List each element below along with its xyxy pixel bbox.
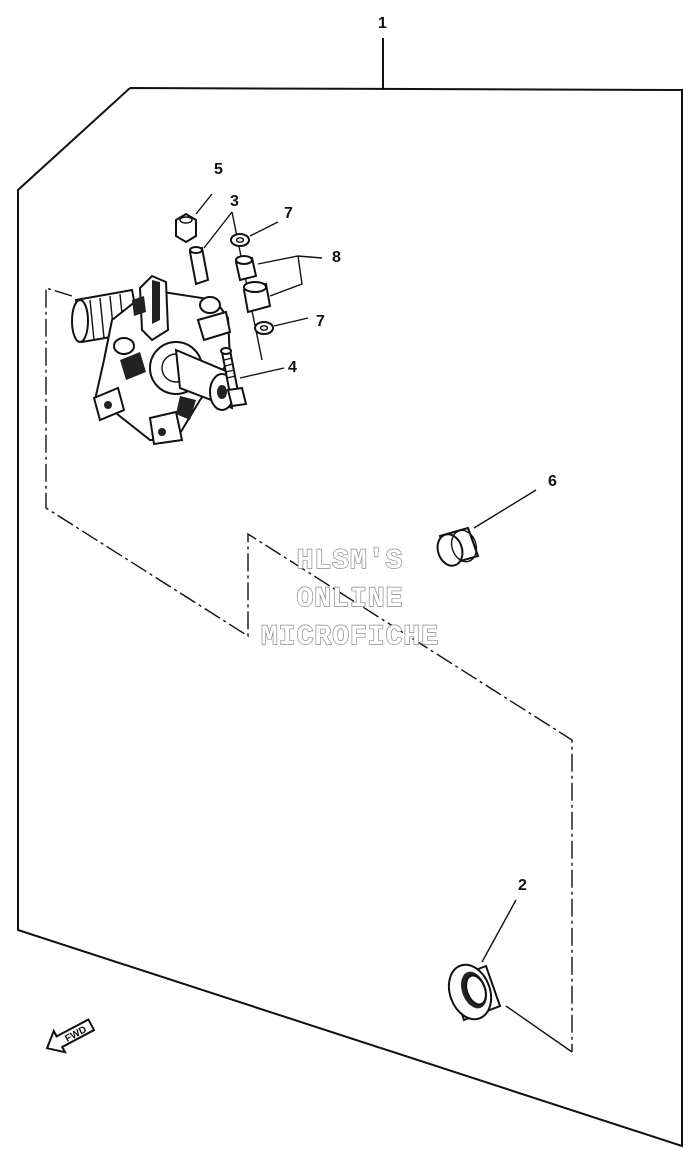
callout-1: 1 bbox=[378, 15, 387, 32]
kit-outline bbox=[17, 38, 683, 1148]
housing-assembly bbox=[71, 274, 235, 446]
part-6-bushing bbox=[436, 489, 537, 567]
watermark-line-1: HLSM'S bbox=[297, 546, 404, 577]
watermark-line-3: MICROFICHE bbox=[261, 622, 439, 653]
fwd-arrow-icon: FWD bbox=[45, 1018, 96, 1054]
sub-group-outline bbox=[45, 287, 573, 1052]
callout-4: 4 bbox=[288, 359, 297, 376]
part-3-pin bbox=[188, 211, 263, 361]
callout-2: 2 bbox=[518, 877, 527, 894]
part-5-nut bbox=[175, 193, 213, 244]
callout-6: 6 bbox=[548, 473, 557, 490]
part-7-washer-lower bbox=[254, 317, 309, 335]
part-8-bushings bbox=[234, 255, 323, 314]
callout-7-upper: 7 bbox=[284, 205, 293, 222]
watermark: HLSM'S ONLINE MICROFICHE bbox=[260, 545, 439, 653]
part-7-washer-upper bbox=[230, 221, 279, 247]
callout-8: 8 bbox=[332, 249, 341, 266]
callout-5: 5 bbox=[214, 161, 223, 178]
callout-7-lower: 7 bbox=[316, 313, 325, 330]
part-4-bolt bbox=[220, 347, 285, 408]
watermark-line-2: ONLINE bbox=[297, 584, 404, 615]
callout-3: 3 bbox=[230, 193, 239, 210]
part-2-seal bbox=[447, 899, 573, 1053]
fwd-label: FWD bbox=[63, 1024, 88, 1044]
